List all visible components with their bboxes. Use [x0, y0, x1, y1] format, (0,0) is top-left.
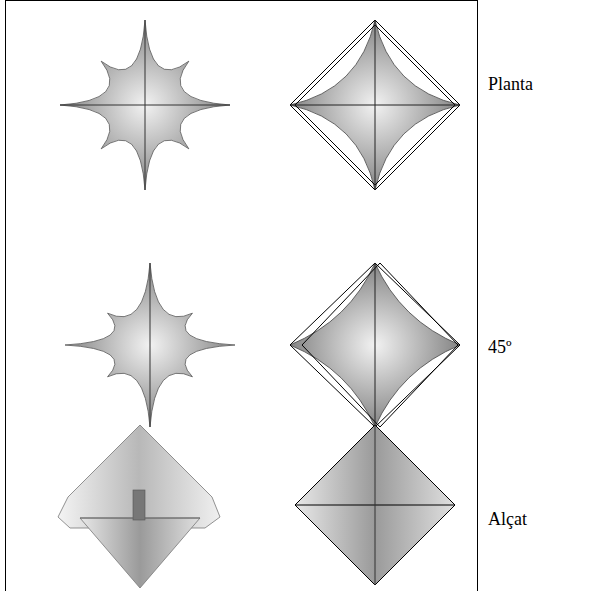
- edge-line: [145, 518, 200, 519]
- frame: [6, 1, 478, 591]
- slot: [133, 490, 145, 520]
- triangle-down: [80, 518, 200, 588]
- outline-square: [290, 20, 460, 190]
- star-plan: [60, 20, 230, 190]
- elevation-square: [295, 425, 455, 585]
- axis-line: [375, 263, 376, 427]
- view-label: 45º: [488, 337, 512, 358]
- view-label: Alçat: [488, 509, 527, 530]
- concave-pyramid: [290, 20, 460, 190]
- outline-square: [302, 263, 458, 427]
- axis-line: [145, 20, 146, 190]
- axis-line: [375, 425, 376, 585]
- star-45: [65, 263, 235, 427]
- axis-line: [150, 263, 151, 427]
- edge-line: [80, 518, 133, 519]
- outline-square: [290, 263, 460, 427]
- view-label: Planta: [488, 74, 533, 95]
- concave-pyramid: [290, 263, 460, 427]
- axis-line: [375, 20, 376, 190]
- triangle-up: [58, 425, 220, 528]
